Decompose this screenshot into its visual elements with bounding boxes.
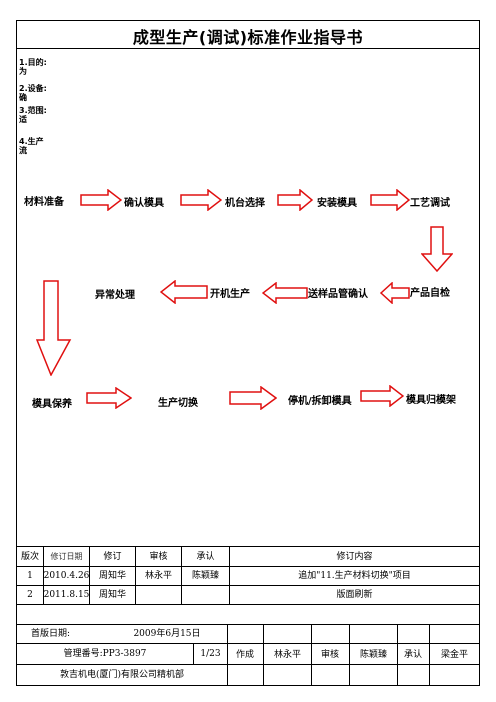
row2-version: 2 bbox=[27, 590, 33, 600]
table-line bbox=[397, 624, 398, 686]
page-number: 1/23 bbox=[200, 649, 221, 659]
first-edition-date: 2009年6月15日 bbox=[133, 629, 201, 639]
step-machine-select: 机台选择 bbox=[225, 198, 265, 209]
table-line bbox=[311, 624, 312, 686]
step-install-mold: 安装模具 bbox=[317, 198, 357, 209]
section-equipment: 2.设备:确 bbox=[19, 84, 47, 102]
row2-content: 版面刷新 bbox=[336, 590, 373, 600]
row2-reviewer bbox=[136, 586, 181, 604]
step-stop-remove-mold: 停机/拆卸模具 bbox=[288, 396, 352, 407]
row2-reviser: 周知华 bbox=[98, 590, 126, 600]
row1-approver: 陈颖臻 bbox=[191, 571, 219, 581]
step-mold-maintenance: 模具保养 bbox=[32, 399, 72, 410]
table-line bbox=[16, 643, 480, 644]
left-arrow-icon bbox=[160, 280, 208, 304]
table-line bbox=[227, 624, 228, 686]
table-line bbox=[429, 624, 430, 686]
step-abnormal-handling: 异常处理 bbox=[95, 290, 135, 301]
table-line bbox=[16, 566, 480, 567]
table-line bbox=[193, 643, 194, 664]
table-line bbox=[263, 624, 264, 686]
step-process-debug: 工艺调试 bbox=[410, 198, 450, 209]
header-date: 修订日期 bbox=[50, 551, 83, 561]
row1-date: 2010.4.26 bbox=[44, 571, 89, 581]
approved-by: 梁金平 bbox=[440, 650, 468, 660]
header-approver: 承认 bbox=[196, 551, 215, 562]
right-arrow-icon bbox=[229, 386, 277, 410]
row1-reviser: 周知华 bbox=[98, 571, 126, 581]
step-production-switch: 生产切换 bbox=[158, 398, 198, 409]
table-line bbox=[43, 546, 44, 604]
right-arrow-icon bbox=[80, 189, 122, 211]
right-arrow-icon bbox=[360, 385, 404, 407]
table-line bbox=[229, 546, 230, 604]
section-flow: 4.生产流 bbox=[19, 137, 44, 155]
down-arrow-icon bbox=[36, 280, 72, 376]
table-line bbox=[349, 624, 350, 686]
right-arrow-icon bbox=[180, 189, 222, 211]
table-line bbox=[135, 546, 136, 604]
document-title: 成型生产(调试)标准作业指导书 bbox=[132, 28, 364, 47]
table-line bbox=[16, 585, 480, 586]
row1-reviewer: 林永平 bbox=[144, 571, 172, 581]
step-self-inspect: 产品自检 bbox=[410, 288, 450, 299]
step-confirm-mold: 确认模具 bbox=[124, 198, 164, 209]
step-sample-qc-confirm: 送样品管确认 bbox=[308, 289, 368, 300]
reviewed-by: 陈颖臻 bbox=[359, 650, 387, 660]
row1-content: 追加"11.生产材料切换"项目 bbox=[298, 571, 411, 581]
table-line bbox=[89, 546, 90, 604]
step-mold-return-rack: 模具归模架 bbox=[406, 395, 456, 406]
title-divider bbox=[16, 48, 480, 49]
step-material-prep: 材料准备 bbox=[24, 197, 64, 208]
header-version: 版次 bbox=[20, 551, 39, 562]
left-arrow-icon bbox=[262, 282, 308, 304]
section-scope: 3.范围:适 bbox=[19, 106, 47, 124]
table-line bbox=[16, 624, 480, 625]
made-label: 作成 bbox=[236, 649, 254, 660]
left-arrow-icon bbox=[380, 282, 410, 304]
header-reviewer: 审核 bbox=[149, 551, 168, 562]
right-arrow-icon bbox=[86, 387, 132, 409]
step-start-production: 开机生产 bbox=[210, 289, 250, 300]
section-purpose: 1.目的:为 bbox=[19, 58, 47, 76]
row1-version: 1 bbox=[27, 571, 33, 581]
company-name: 敦吉机电(厦门)有限公司精机部 bbox=[59, 670, 185, 680]
down-arrow-icon bbox=[421, 226, 453, 272]
approve-label: 承认 bbox=[404, 649, 422, 660]
table-line bbox=[16, 604, 480, 605]
review-label: 审核 bbox=[321, 649, 339, 660]
first-edition-label: 首版日期: bbox=[31, 629, 71, 639]
table-line bbox=[16, 664, 480, 665]
document-frame bbox=[16, 20, 480, 686]
row2-approver bbox=[182, 586, 229, 604]
right-arrow-icon bbox=[277, 189, 313, 211]
table-line bbox=[181, 546, 182, 604]
header-reviser: 修订 bbox=[103, 551, 122, 562]
table-line bbox=[16, 546, 480, 547]
header-content: 修订内容 bbox=[336, 551, 373, 562]
made-by: 林永平 bbox=[273, 650, 301, 660]
doc-number: 管理番号:PP3-3897 bbox=[63, 649, 147, 659]
right-arrow-icon bbox=[370, 189, 410, 211]
row2-date: 2011.8.15 bbox=[44, 590, 89, 600]
